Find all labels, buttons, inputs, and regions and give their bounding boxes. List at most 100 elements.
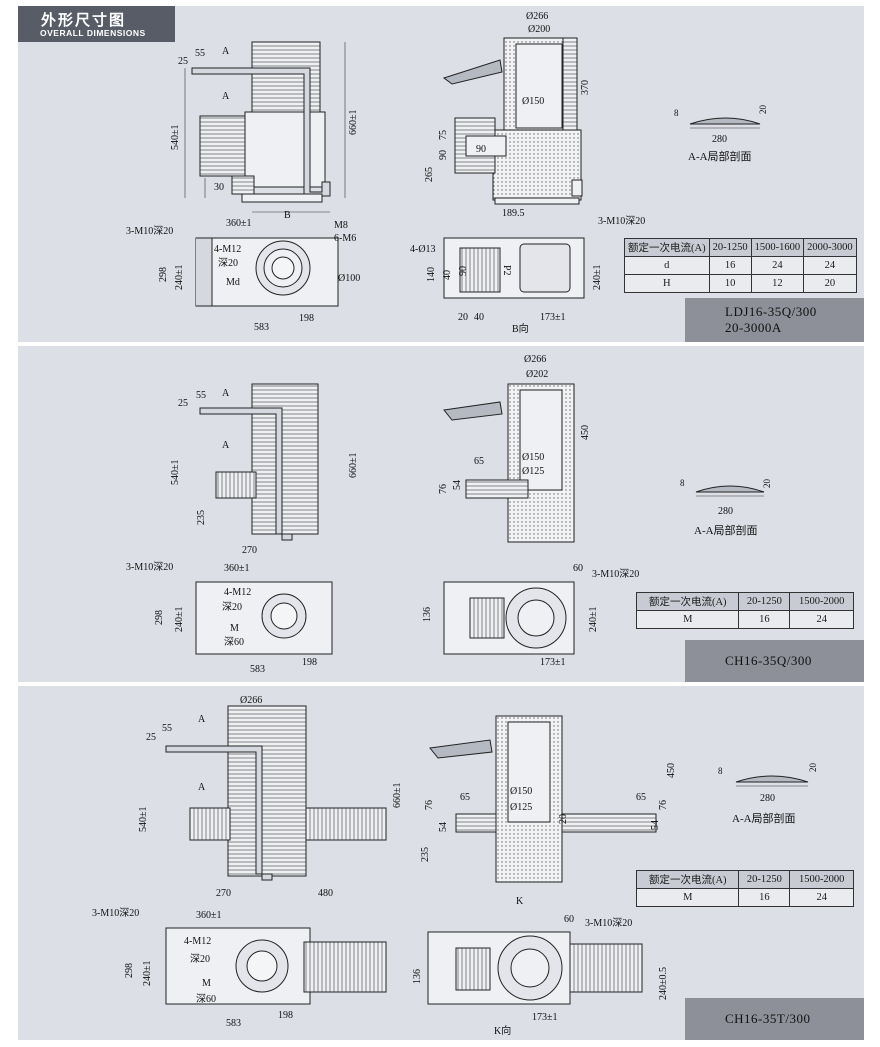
s3-dim-235: 235 [420, 847, 431, 862]
s3-dim-240b: 240±0.5 [658, 967, 669, 1000]
s3-dim-54a: 54 [438, 822, 449, 832]
s3-label-a-bottom: A [198, 782, 206, 793]
s1-dim-6m6: 6-M6 [334, 233, 356, 244]
page-subtitle: OVERALL DIMENSIONS [40, 28, 146, 38]
s3-table-cell: 24 [789, 888, 854, 907]
s1-dim-240: 240±1 [174, 265, 185, 291]
s2-dim-235: 235 [196, 510, 207, 525]
s2-dim-25: 25 [178, 398, 188, 409]
s2-dim-240b: 240±1 [588, 607, 599, 633]
s1-dim-55: 55 [195, 48, 205, 59]
s2-model-name: CH16-35Q/300 [725, 653, 812, 668]
s1-aa-dim-20: 20 [758, 105, 768, 115]
s3-dim-m10-right: 3-M10深20 [585, 917, 632, 929]
s1-dim-4m12: 4-M12 [214, 244, 241, 255]
s3-label-a-top: A [198, 714, 206, 725]
s3-model-label: CH16-35T/300 [685, 998, 864, 1040]
s3-dim-298: 298 [124, 963, 135, 978]
s3-dim-o125: Ø125 [510, 802, 532, 813]
s3-dim-25: 25 [146, 732, 156, 743]
s2-dim-240: 240±1 [174, 607, 185, 633]
s2-dim-o266: Ø266 [524, 354, 546, 365]
s1-model-label: LDJ16-35Q/300 20-3000A [685, 298, 864, 342]
s1-table-cell: H [624, 274, 710, 293]
s2-dim-298: 298 [154, 610, 165, 625]
page-title: 外形尺寸图 [41, 12, 127, 29]
s1-aa-section: 8 20 280 A-A局部剖面 [674, 105, 768, 164]
s1-table-header: 额定一次电流(A) [624, 238, 710, 257]
s1-label-b-view: B向 [512, 322, 529, 335]
s1-label-a-bottom: A [222, 91, 230, 102]
s2-aa-dim-8: 8 [680, 478, 685, 488]
s3-aa-dim-280: 280 [760, 793, 775, 804]
s1-dim-140: 140 [426, 267, 437, 282]
s3-label-k: K [516, 896, 524, 907]
s3-dim-450: 450 [666, 763, 677, 778]
s2-dim-583: 583 [250, 664, 265, 675]
s3-dim-4m12: 4-M12 [184, 936, 211, 947]
s3-dim-540: 540±1 [138, 807, 149, 833]
s3-dim-480: 480 [318, 888, 333, 899]
s3-dim-76a: 76 [424, 800, 435, 810]
s1-dim-30: 30 [214, 182, 224, 193]
s1-dim-90a: 90 [438, 150, 449, 160]
s3-dim-240: 240±1 [142, 961, 153, 987]
s3-dim-m: M [202, 978, 211, 989]
s3-dim-270: 270 [216, 888, 231, 899]
s2-table-cell: M [635, 610, 740, 629]
s3-table-header: 额定一次电流(A) [635, 870, 740, 889]
s3-dim-198: 198 [278, 1010, 293, 1021]
s2-table-cell: 24 [789, 610, 854, 629]
s3-dim-65a: 65 [460, 792, 470, 803]
s3-section-view [429, 715, 657, 883]
s2-dim-o150: Ø150 [522, 452, 544, 463]
s2-table-cell: 16 [738, 610, 791, 629]
s2-label-a-top: A [222, 388, 230, 399]
s2-dim-55: 55 [196, 390, 206, 401]
s2-dim-450: 450 [580, 425, 591, 440]
s1-table-cell: 16 [708, 256, 752, 275]
s3-dim-583: 583 [226, 1018, 241, 1029]
s2-dim-136: 136 [422, 607, 433, 622]
s1-label-p2: P2 [501, 265, 512, 276]
s2-dim-173: 173±1 [540, 657, 566, 668]
s1-dim-660: 660±1 [348, 110, 359, 136]
s2-dim-m: M [230, 623, 239, 634]
s1-dim-25: 25 [178, 56, 188, 67]
s3-dim-76b: 76 [658, 800, 669, 810]
s1-table-cell: 12 [750, 274, 805, 293]
s2-dim-360: 360±1 [224, 563, 250, 574]
s2-dim-660: 660±1 [348, 453, 359, 479]
s3-dim-54b: 54 [650, 820, 661, 830]
s1-dim-90b: 90 [476, 144, 486, 155]
s1-dim-370: 370 [580, 80, 591, 95]
s3-dim-deep20: 深20 [190, 953, 210, 965]
s3-table-header: 20-1250 [738, 870, 791, 889]
s1-dim-173: 173±1 [540, 312, 566, 323]
s3-dim-o266: Ø266 [240, 695, 262, 706]
s2-dim-4m12: 4-M12 [224, 587, 251, 598]
s1-dim-198: 198 [299, 313, 314, 324]
s1-table-cell: 10 [708, 274, 752, 293]
s1-dim-265: 265 [424, 167, 435, 182]
s1-current-table: 额定一次电流(A) 20-1250 1500-1600 2000-3000 d … [624, 238, 857, 293]
s1-dim-m10-right: 3-M10深20 [598, 215, 645, 227]
s2-table-header: 1500-2000 [789, 592, 854, 611]
s2-dim-76: 76 [438, 484, 449, 494]
s3-current-table: 额定一次电流(A) 20-1250 1500-2000 M 16 24 [635, 870, 854, 907]
s1-table-header: 20-1250 [708, 238, 752, 257]
s1-dim-298: 298 [158, 267, 169, 282]
s1-dim-583: 583 [254, 322, 269, 333]
s1-table-cell: 24 [803, 256, 857, 275]
s2-aa-dim-280: 280 [718, 506, 733, 517]
s1-dim-m10-left: 3-M10深20 [126, 225, 173, 237]
s2-dim-540: 540±1 [170, 460, 181, 486]
page-title-banner: 外形尺寸图 OVERALL DIMENSIONS [18, 6, 175, 42]
s3-table-header: 1500-2000 [789, 870, 854, 889]
s2-dim-m10-right: 3-M10深20 [592, 568, 639, 580]
s3-dim-660: 660±1 [392, 783, 403, 809]
s1-dim-90c: 90 [458, 266, 469, 276]
s1-table-header: 1500-1600 [750, 238, 805, 257]
